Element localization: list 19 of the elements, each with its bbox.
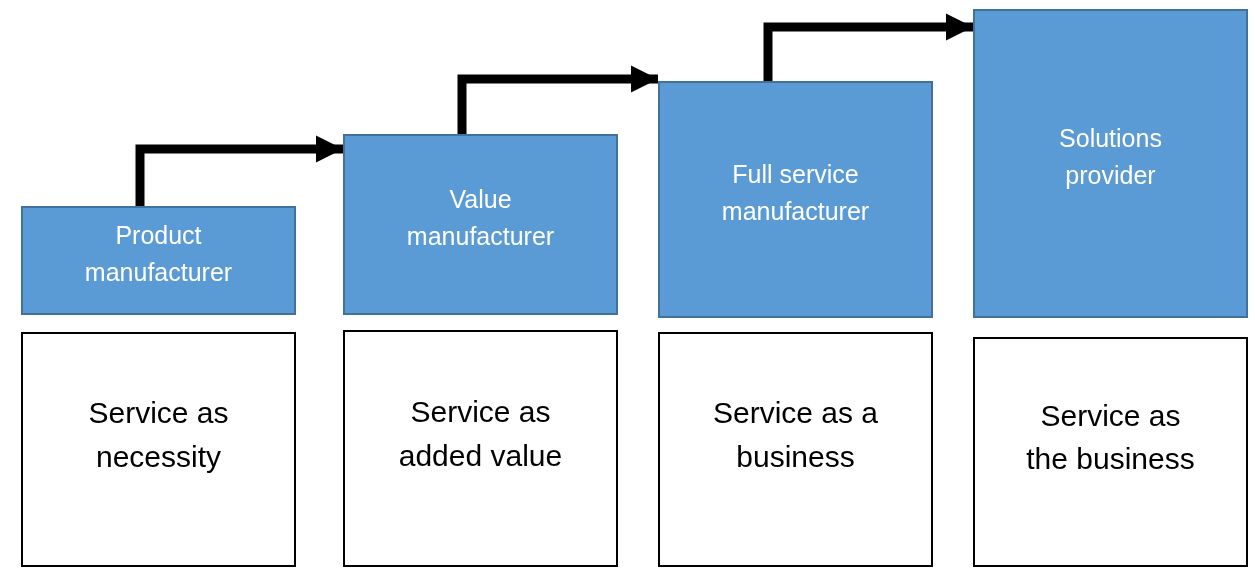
node-label: Solutions provider: [1058, 123, 1163, 191]
role-box: [343, 134, 618, 315]
node-label: Value manufacturer: [405, 184, 556, 252]
arrow: [135, 135, 343, 206]
description-box: [973, 337, 1248, 567]
arrow: [457, 65, 658, 134]
description-box: [658, 332, 933, 567]
role-box: [21, 206, 296, 315]
node-label: Product manufacturer: [83, 220, 234, 288]
node-label: Service as the business: [1025, 397, 1196, 477]
node-label: Full service manufacturer: [720, 159, 871, 227]
node-label: Service as necessity: [87, 395, 230, 475]
description-box: [21, 332, 296, 567]
node-label: Service as added value: [397, 394, 564, 474]
description-box: [343, 330, 618, 567]
role-box: [973, 9, 1248, 318]
arrow: [763, 13, 973, 81]
node-label: Service as a business: [711, 395, 880, 475]
role-box: [658, 81, 933, 318]
